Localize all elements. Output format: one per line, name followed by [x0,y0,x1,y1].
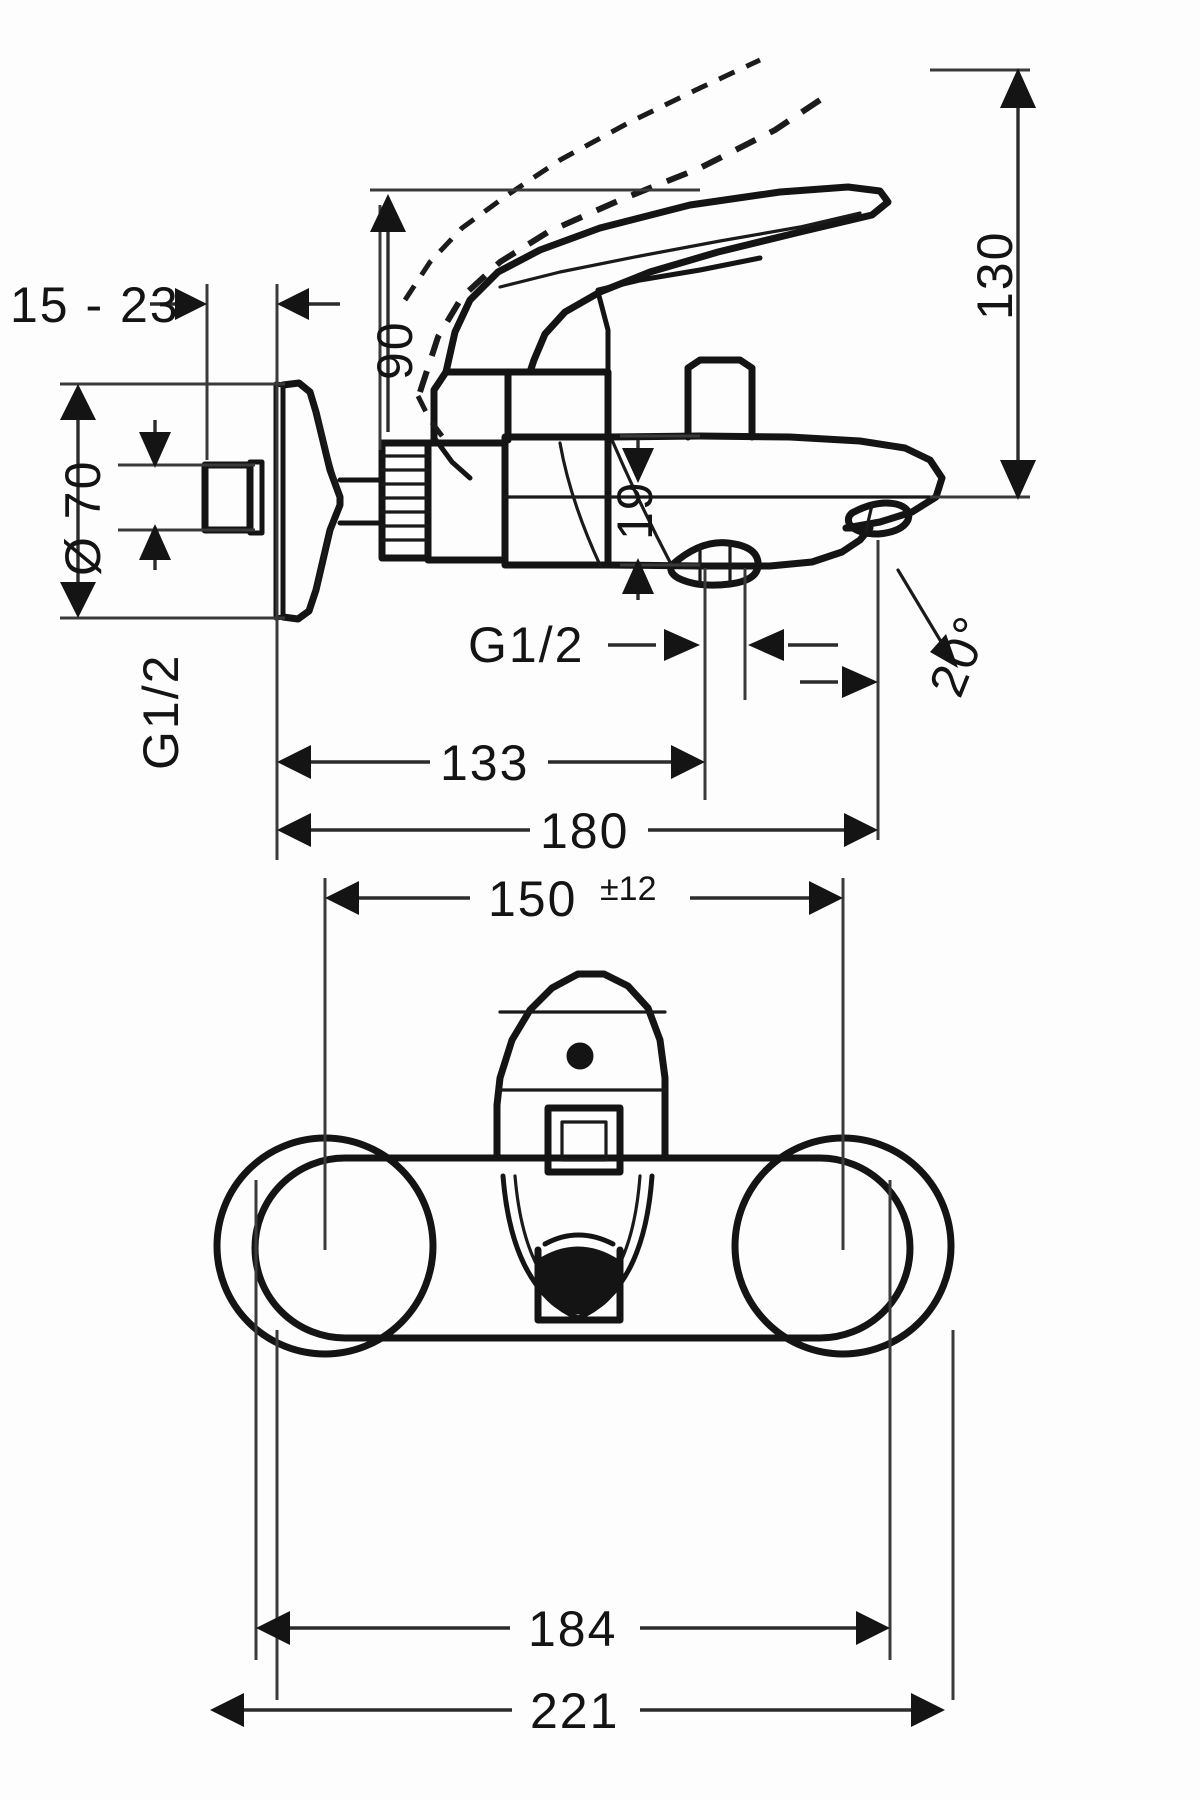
body-section-curve-a [558,441,602,567]
arrow-19-down [622,448,654,483]
handle-lug-inner [560,1120,608,1162]
upper-body-top [504,368,612,441]
arrow-spout-tip [842,666,878,698]
arrow-g12-left-up [139,524,171,560]
dim-label-g12-right: G1/2 [468,617,584,673]
arrow-130-down [1000,460,1036,500]
arrow-19-up [622,558,654,594]
escutcheon-inner-edge [314,410,342,592]
arrow-130-up [1000,68,1036,108]
outlet-lip [542,1232,616,1247]
lever-handle-underside [498,211,862,289]
dim-label-15-23: 15 - 23 [10,277,180,333]
arrow-150-left [325,881,359,915]
arrow-221-left [210,1693,244,1727]
arrow-20deg [930,634,958,668]
outlet-collar [534,1246,624,1324]
arrow-g12-right-out [748,629,784,661]
arrow-15-23-left [277,288,309,320]
body-outline-front [251,1154,914,1342]
dim-label-184: 184 [528,1601,617,1657]
body-barrel [424,439,509,564]
arrow-150-right [809,881,843,915]
connection-nut-knurl [380,454,430,542]
lever-open-position-lower [402,57,762,302]
dim-label-90: 90 [367,320,423,380]
outlet-opening-front [535,1246,621,1315]
inlet-nipple-flange [247,459,265,536]
lever-neck [595,289,611,375]
shower-outlet-rib [864,503,874,533]
dim-label-130: 130 [967,231,1023,320]
lever-pivot-dash [415,394,450,446]
front-view-geometry [213,970,955,1358]
arrow-180-left [277,813,311,847]
handle-lug [544,1104,624,1176]
dim-label-221: 221 [530,1683,619,1739]
arrow-g12-right-in [664,629,700,661]
front-view-dimensions: 150 ±12 184 221 [210,870,955,1739]
body-section-curve-b [610,438,674,568]
arrow-133-left [277,745,311,779]
arrow-184-left [256,1611,290,1645]
dim-label-133: 133 [440,735,529,791]
arrow-dia70-down [60,582,96,618]
arrow-221-right [911,1693,945,1727]
arrow-15-23-right [175,288,207,320]
arrow-184-right [856,1611,890,1645]
side-view-dimensions: 15 - 23 Ø 70 G1/2 90 130 [10,68,1036,860]
dim-label-150-tolerance: ±12 [600,870,656,908]
arrow-133-right [671,745,705,779]
arrow-g12-left-down [139,432,171,468]
lever-open-position-upper [417,97,822,393]
dim-label-dia70: Ø 70 [55,460,111,576]
spout-top-profile [604,432,946,532]
diverter-button [684,356,756,441]
side-view-geometry [201,57,946,623]
arrow-dia70-up [60,384,96,420]
dim-label-g12-left: G1/2 [133,654,189,770]
lever-handle [442,183,892,376]
cartridge-cap-front [493,970,669,1162]
arrow-90-up [370,194,406,232]
lever-crease [595,255,763,293]
outlet-aerator [667,539,762,589]
lever-pivot-shoulder [433,437,473,481]
dim-label-19: 19 [607,480,663,540]
nut-shoulder [337,477,385,526]
dim-label-180: 180 [540,803,629,859]
arrow-180-right [844,813,878,847]
inlet-nipple [201,461,254,534]
escutcheon-cone [279,379,344,623]
shower-outlet [844,499,913,538]
cap-screw-dot [566,1042,594,1070]
upper-body-block [430,368,512,444]
dim-label-150: 150 [488,871,577,927]
